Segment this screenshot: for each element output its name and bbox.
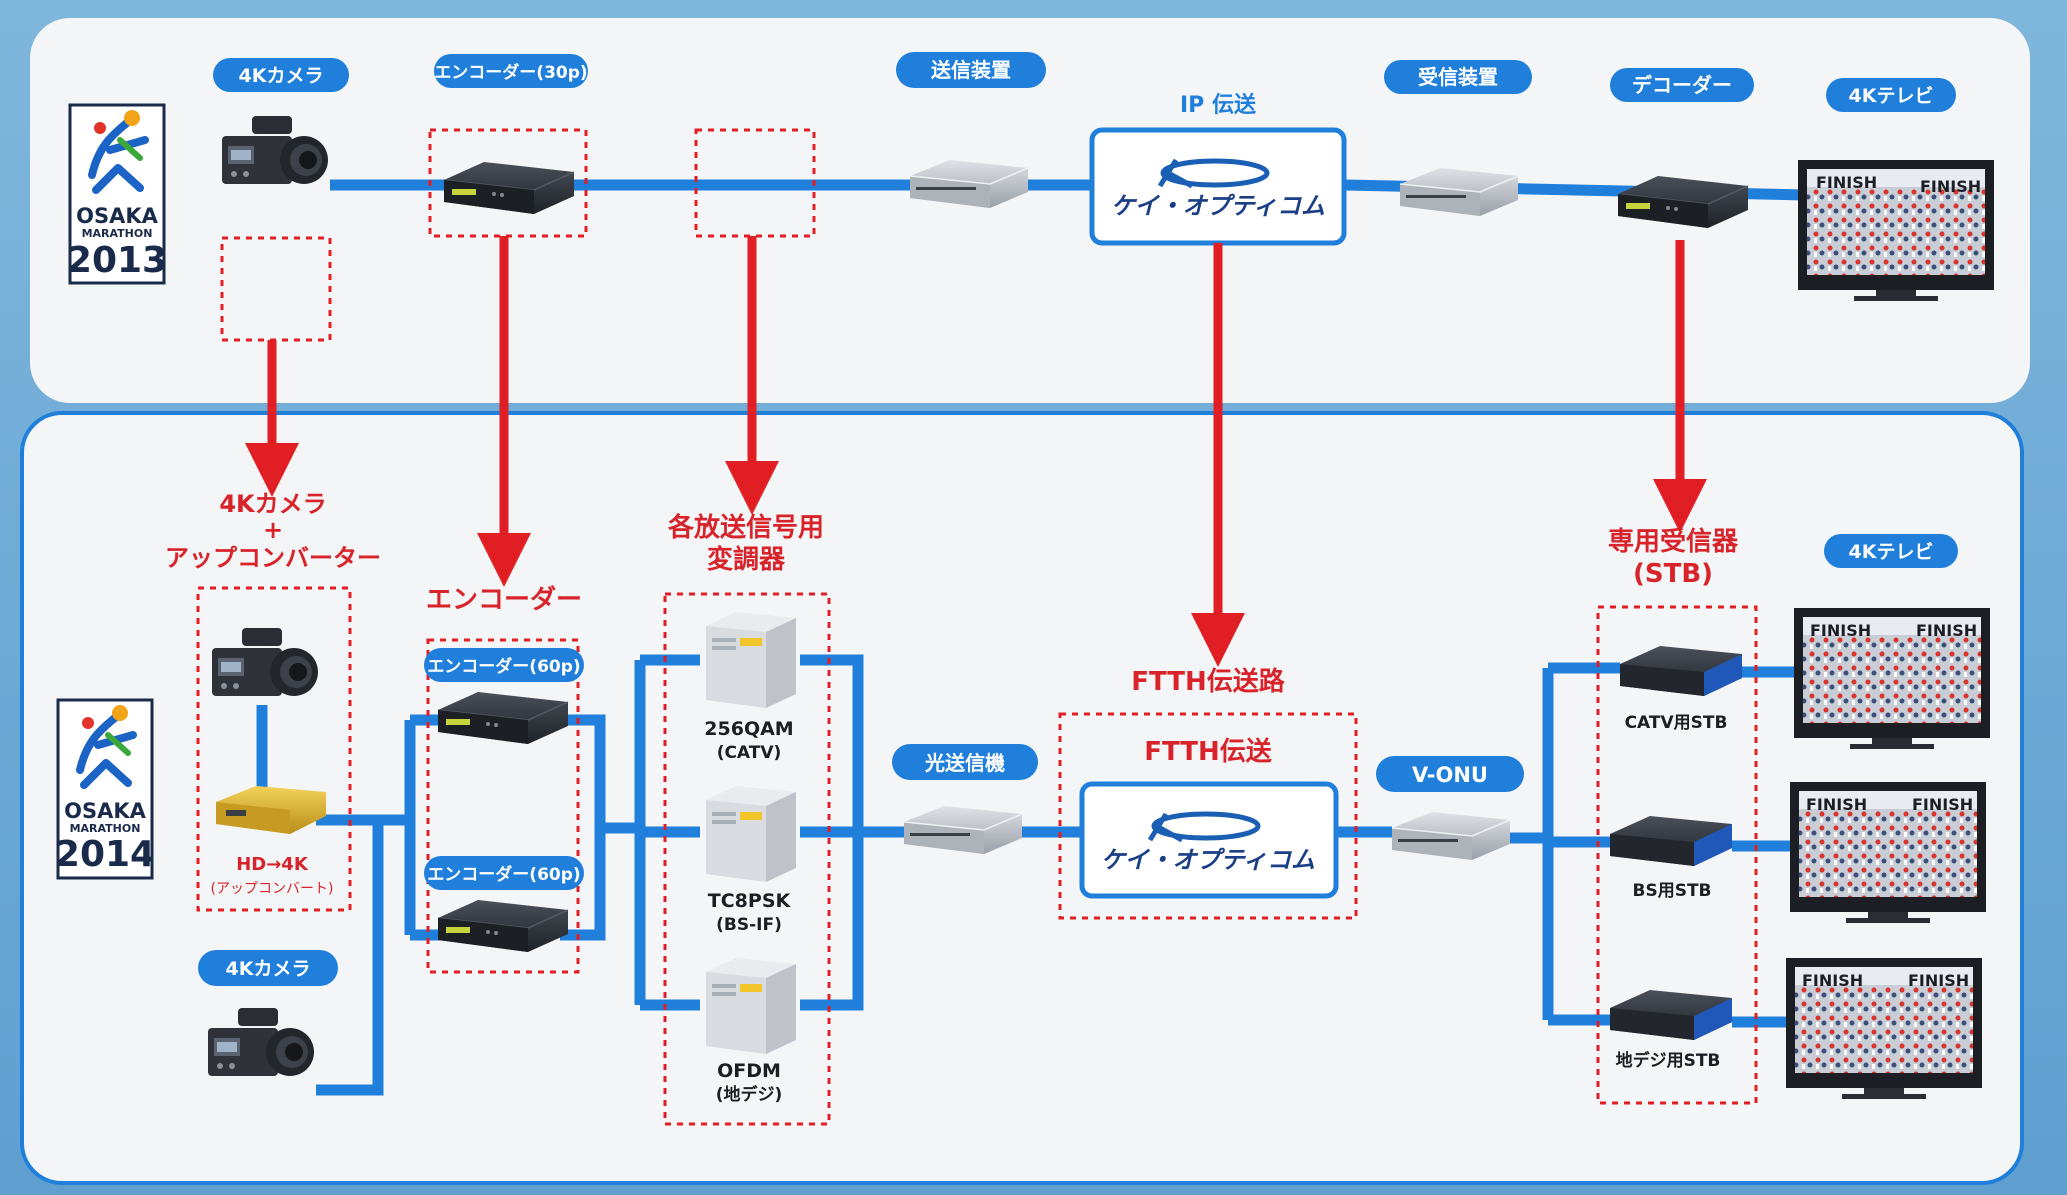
label-encoder: エンコーダー <box>426 584 582 615</box>
logo-osaka-text: OSAKA <box>76 204 159 228</box>
svg-text:エンコーダー(30p): エンコーダー(30p) <box>434 62 587 83</box>
svg-text:4Kテレビ: 4Kテレビ <box>1849 541 1934 563</box>
label-stb-1: 専用受信器 <box>1608 526 1739 557</box>
pill-optical-transmitter: 光送信機 <box>892 744 1038 780</box>
upconvert-label-2: (アップコンバート) <box>211 881 334 897</box>
svg-text:FINISH: FINISH <box>1810 621 1871 640</box>
upconvert-label-1: HD→4K <box>236 854 309 875</box>
k-opticom-logo-bottom: ケイ・オプティコム <box>1079 781 1339 899</box>
label-4k-camera-upconv-1: 4Kカメラ <box>219 490 326 518</box>
svg-text:ケイ・オプティコム: ケイ・オプティコム <box>1111 192 1325 220</box>
top-panel: OSAKA MARATHON 2013 4Kカメラ エンコーダー(30p) 送信… <box>30 18 2030 403</box>
label-ftth-path: FTTH伝送路 <box>1131 666 1286 697</box>
svg-text:デコーダー: デコーダー <box>1632 73 1732 97</box>
svg-text:V-ONU: V-ONU <box>1412 763 1488 787</box>
svg-text:エンコーダー(60p): エンコーダー(60p) <box>427 656 580 677</box>
svg-text:FINISH: FINISH <box>1920 177 1981 196</box>
svg-text:OSAKA: OSAKA <box>64 799 147 823</box>
4k-tv-top-icon: FINISH FINISH <box>1798 160 1994 301</box>
svg-text:4Kカメラ: 4Kカメラ <box>239 65 324 87</box>
pill-encoder-30p: エンコーダー(30p) <box>434 54 588 88</box>
label-ftth-transmission: FTTH伝送 <box>1144 737 1272 767</box>
bottom-panel: OSAKA MARATHON 2014 <box>20 411 2024 1185</box>
modulator-ofdm-label: OFDM <box>717 1060 781 1082</box>
svg-text:FINISH: FINISH <box>1916 621 1977 640</box>
dashed-box-empty-top <box>694 128 816 238</box>
label-stb-2: (STB) <box>1633 559 1713 589</box>
modulator-ofdm-sub: (地デジ) <box>716 1084 783 1105</box>
modulator-tc8psk-icon <box>706 786 796 882</box>
svg-text:送信装置: 送信装置 <box>931 58 1011 82</box>
pill-4k-camera-top: 4Kカメラ <box>213 58 349 92</box>
svg-text:FINISH: FINISH <box>1816 173 1877 192</box>
dashed-box-camera-upconv <box>196 586 352 912</box>
dashed-box-stbs <box>1596 605 1758 1105</box>
dashed-box-ftth <box>1058 712 1358 920</box>
stb-terrestrial-label: 地デジ用STB <box>1616 1050 1721 1071</box>
svg-text:4Kテレビ: 4Kテレビ <box>1849 85 1934 107</box>
label-4k-camera-upconv-3: アップコンバーター <box>165 544 381 572</box>
svg-text:2014: 2014 <box>55 834 155 875</box>
svg-text:FINISH: FINISH <box>1912 795 1973 814</box>
svg-text:FINISH: FINISH <box>1802 971 1863 990</box>
logo-year-text: 2013 <box>67 240 167 281</box>
pill-encoder-60p-b: エンコーダー(60p) <box>424 856 584 890</box>
label-modulator-2: 変調器 <box>707 544 786 575</box>
modulator-256qam-icon <box>706 612 796 708</box>
modulator-ofdm-icon <box>706 958 796 1054</box>
label-modulator-1: 各放送信号用 <box>667 512 824 543</box>
4k-tv-terrestrial-icon: FINISH FINISH <box>1786 958 1982 1099</box>
svg-text:FINISH: FINISH <box>1806 795 1867 814</box>
pill-v-onu: V-ONU <box>1376 756 1524 792</box>
pill-4k-camera-bottom: 4Kカメラ <box>198 950 338 986</box>
modulator-256qam-sub: (CATV) <box>717 743 782 763</box>
pill-encoder-60p-a: エンコーダー(60p) <box>424 648 584 682</box>
svg-text:受信装置: 受信装置 <box>1418 65 1498 89</box>
svg-text:ケイ・オプティコム: ケイ・オプティコム <box>1101 846 1315 874</box>
upconverter-icon <box>216 786 326 834</box>
pill-transmitter: 送信装置 <box>896 52 1046 88</box>
k-opticom-logo-top: ケイ・オプティコム <box>1089 127 1347 246</box>
upgrade-arrows <box>245 236 1707 667</box>
pill-receiver: 受信装置 <box>1384 60 1532 94</box>
pill-4k-tv-bottom: 4Kテレビ <box>1824 534 1958 568</box>
ip-transmission-label: IP 伝送 <box>1180 92 1256 118</box>
svg-text:FINISH: FINISH <box>1908 971 1969 990</box>
4k-tv-bs-icon: FINISH FINISH <box>1790 782 1986 923</box>
modulator-tc8psk-sub: (BS-IF) <box>716 915 782 935</box>
pill-decoder: デコーダー <box>1610 68 1754 102</box>
svg-text:光送信機: 光送信機 <box>924 751 1005 775</box>
svg-text:4Kカメラ: 4Kカメラ <box>226 958 311 980</box>
stb-bs-label: BS用STB <box>1633 881 1712 901</box>
stb-catv-label: CATV用STB <box>1625 713 1728 733</box>
4k-tv-catv-icon: FINISH FINISH <box>1794 608 1990 749</box>
svg-text:MARATHON: MARATHON <box>70 822 141 835</box>
dashed-box-encoders <box>426 638 580 974</box>
pill-4k-tv-top: 4Kテレビ <box>1826 78 1956 112</box>
osaka-marathon-2013-logo: OSAKA MARATHON 2013 <box>67 103 167 285</box>
logo-marathon-text: MARATHON <box>82 227 153 240</box>
modulator-tc8psk-label: TC8PSK <box>708 890 792 912</box>
svg-text:エンコーダー(60p): エンコーダー(60p) <box>427 864 580 885</box>
modulator-256qam-label: 256QAM <box>704 718 793 740</box>
osaka-marathon-2014-logo: OSAKA MARATHON 2014 <box>55 698 155 880</box>
label-4k-camera-upconv-2: + <box>263 516 283 544</box>
